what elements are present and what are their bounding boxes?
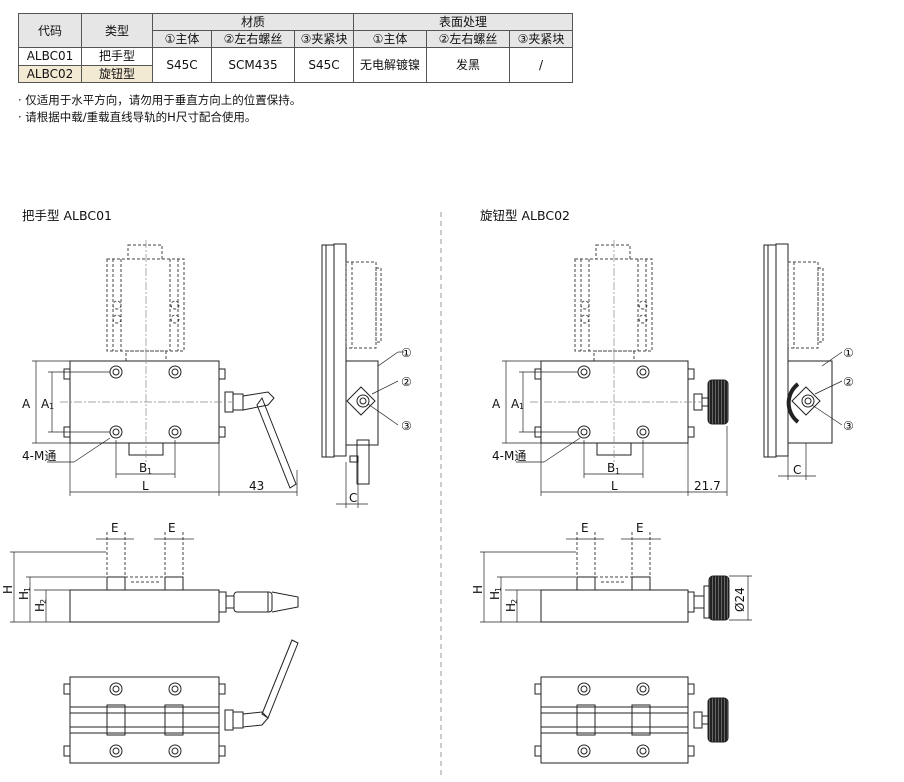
right-dim-e2: E <box>636 521 644 535</box>
left-dim-h1-sub: 1 <box>23 587 32 592</box>
header-material-screw: ②左右螺丝 <box>211 30 295 48</box>
right-dim-length: 21.7 <box>694 479 721 493</box>
left-dim-a: A <box>22 397 31 411</box>
row1-type: 把手型 <box>81 47 153 66</box>
left-dim-h2-sub: 2 <box>39 599 48 604</box>
right-dim-h2-sub: 2 <box>510 599 519 604</box>
right-dim-h1: H 1 <box>488 587 503 600</box>
left-callout-1: ① <box>401 346 412 360</box>
right-dim-e1: E <box>581 521 589 535</box>
right-dim-h1-sub: 1 <box>494 587 503 592</box>
left-top-view-dims <box>32 360 298 496</box>
left-dim-l: L <box>142 479 149 493</box>
right-dim-a1: A 1 <box>511 397 524 411</box>
left-dim-e1: E <box>111 521 119 535</box>
left-bottom-view <box>63 639 299 764</box>
left-callout-3: ③ <box>401 419 412 433</box>
left-dim-a1: A 1 <box>41 397 54 411</box>
left-hole-label: 4-M通 <box>22 449 56 463</box>
left-dim-b1-sub: 1 <box>147 467 152 476</box>
right-front-view-dims <box>480 538 752 623</box>
material-body-value: S45C <box>152 47 212 83</box>
left-callout-2: ② <box>401 375 412 389</box>
material-screw-value: SCM435 <box>211 47 295 83</box>
row1-code: ALBC01 <box>18 47 82 66</box>
left-dim-h: H <box>1 585 15 594</box>
left-dim-e2: E <box>168 521 176 535</box>
surface-clamp-value: / <box>509 47 573 83</box>
row2-type: 旋钮型 <box>81 64 153 83</box>
right-dim-diameter: Ø24 <box>733 587 747 612</box>
right-bottom-view <box>534 676 729 764</box>
right-dim-h2-label: H <box>504 603 518 612</box>
left-side-view-dims <box>336 351 404 508</box>
right-dim-a1-sub: 1 <box>519 402 524 411</box>
header-material-body: ①主体 <box>152 30 212 48</box>
left-side-view <box>321 243 382 485</box>
header-surface-screw: ②左右螺丝 <box>426 30 510 48</box>
right-side-view-dims <box>778 351 843 480</box>
left-front-view <box>69 532 299 623</box>
right-hole-label: 4-M通 <box>492 449 526 463</box>
left-dim-length: 43 <box>249 479 264 493</box>
right-dim-h: H <box>471 585 485 594</box>
header-surface: 表面处理 <box>353 13 573 31</box>
right-dim-h1-label: H <box>488 591 502 600</box>
spec-table: 代码 类型 材质 表面处理 ①主体 ②左右螺丝 ③夹紧块 ①主体 ②左右螺丝 ③… <box>18 13 573 83</box>
right-top-view-dims <box>502 360 728 496</box>
left-dim-a1-label: A <box>41 397 50 411</box>
header-code: 代码 <box>18 13 82 48</box>
row2-code: ALBC02 <box>18 64 82 83</box>
material-clamp-value: S45C <box>294 47 354 83</box>
right-callout-1: ① <box>843 346 854 360</box>
right-dim-b1-sub: 1 <box>615 467 620 476</box>
left-dim-h1: H 1 <box>17 587 32 600</box>
note-horizontal-only: · 仅适用于水平方向，请勿用于垂直方向上的位置保持。 <box>18 93 302 107</box>
left-dim-b1: B 1 <box>139 461 152 476</box>
right-dim-a: A <box>492 397 501 411</box>
left-dim-h2: H 2 <box>33 599 48 612</box>
left-dim-h1-label: H <box>17 591 31 600</box>
left-drawing-title: 把手型 ALBC01 <box>22 208 112 223</box>
right-dim-h2: H 2 <box>504 599 519 612</box>
right-dim-a1-label: A <box>511 397 520 411</box>
note-h-dimension: · 请根据中载/重载直线导轨的H尺寸配合使用。 <box>18 110 257 124</box>
right-drawing-title: 旋钮型 ALBC02 <box>480 208 570 223</box>
right-dim-b1-label: B <box>607 461 615 475</box>
right-top-view <box>530 240 729 462</box>
left-front-view-dims <box>10 538 194 623</box>
left-dim-h2-label: H <box>33 603 47 612</box>
right-dim-c: C <box>793 463 801 477</box>
left-dim-b1-label: B <box>139 461 147 475</box>
surface-screw-value: 发黑 <box>426 47 510 83</box>
right-dim-l: L <box>611 479 618 493</box>
right-front-view <box>540 532 730 623</box>
right-callout-2: ② <box>843 375 854 389</box>
left-dim-a1-sub: 1 <box>49 402 54 411</box>
right-side-view <box>763 243 833 458</box>
right-dim-b1: B 1 <box>607 461 620 476</box>
surface-body-value: 无电解镀镍 <box>353 47 427 83</box>
right-callout-3: ③ <box>843 419 854 433</box>
left-dim-c: C <box>349 491 357 505</box>
left-top-view <box>60 240 297 489</box>
